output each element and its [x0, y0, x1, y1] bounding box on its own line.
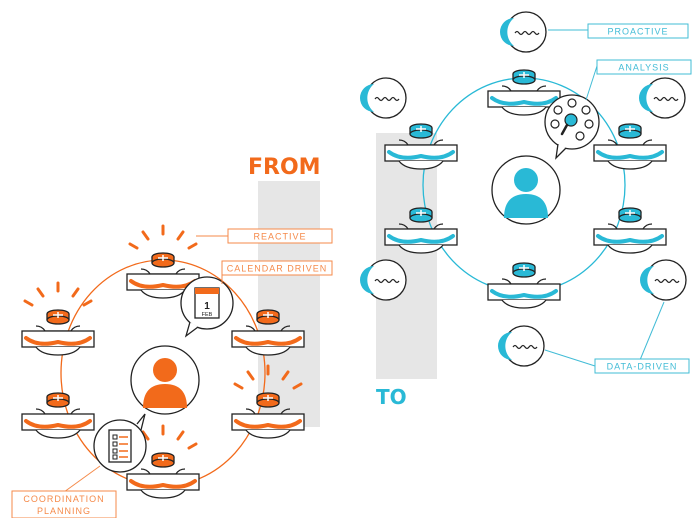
- svg-text:PROACTIVE: PROACTIVE: [607, 27, 668, 37]
- svg-text:ANALYSIS: ANALYSIS: [618, 63, 669, 73]
- svg-text:PLANNING: PLANNING: [37, 506, 91, 516]
- from-heading: FROM: [248, 155, 321, 180]
- to-band: [376, 133, 437, 379]
- person-icon: [130, 345, 200, 415]
- analysis-label: ANALYSIS: [585, 59, 692, 101]
- waveform-icon: [497, 325, 545, 367]
- checklist-icon: [93, 413, 147, 473]
- valve-icon: [20, 391, 96, 440]
- valve-icon: [20, 308, 96, 357]
- waveform-icon: [639, 259, 687, 301]
- svg-text:REACTIVE: REACTIVE: [253, 232, 306, 242]
- svg-text:COORDINATION: COORDINATION: [23, 494, 104, 504]
- svg-text:FEB: FEB: [202, 312, 213, 318]
- waveform-icon: [638, 77, 686, 119]
- valve-icon: [592, 206, 668, 255]
- waveform-icon: [499, 11, 547, 53]
- coordination-planning-label: COORDINATION PLANNING: [11, 465, 117, 518]
- waveform-icon: [359, 77, 407, 119]
- to-heading: TO: [376, 385, 407, 409]
- reactive-label: REACTIVE: [196, 228, 333, 244]
- analysis-icon: [544, 94, 600, 160]
- svg-text:1: 1: [204, 301, 210, 312]
- proactive-label: PROACTIVE: [548, 23, 689, 39]
- from-band: [258, 181, 320, 427]
- svg-text:DATA-DRIVEN: DATA-DRIVEN: [607, 362, 678, 372]
- calendar-driven-label: CALENDAR DRIVEN: [221, 260, 333, 284]
- data-driven-label: DATA-DRIVEN: [544, 301, 690, 374]
- person-icon: [491, 155, 561, 225]
- valve-icon: [592, 122, 668, 171]
- valve-icon: [486, 261, 562, 310]
- calendar-icon: 1 FEB: [180, 276, 234, 338]
- svg-text:CALENDAR DRIVEN: CALENDAR DRIVEN: [227, 264, 328, 274]
- waveform-icon: [359, 259, 407, 301]
